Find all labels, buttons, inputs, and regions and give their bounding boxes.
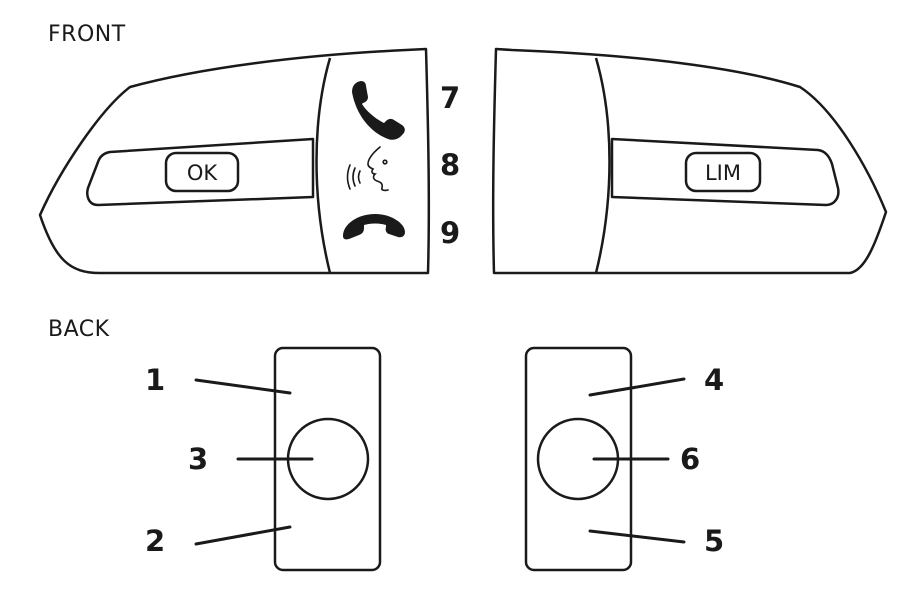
right-spoke-slot [610,137,840,207]
voice-head-profile [367,146,389,192]
callout-3: 3 [188,442,208,476]
callout-5: 5 [704,524,724,558]
phone-hangup-icon[interactable] [343,214,405,240]
voice-wave-outer [346,164,351,190]
callout-8: 8 [440,148,460,182]
leader-line-5 [588,529,686,544]
right-front-control-pad [491,47,888,275]
phone-answer-glyph [352,81,405,140]
leader-line-1 [194,378,292,395]
voice-command-icon[interactable] [346,146,389,192]
leader-line-2 [194,525,292,546]
front-section-title: FRONT [48,22,126,47]
ok-button-label: OK [187,161,219,185]
callout-6: 6 [680,442,700,476]
lim-button-frame [684,151,762,193]
right-back-leader-lines [588,377,686,544]
callout-7: 7 [440,81,460,115]
left-pad-divider [315,57,332,274]
voice-wave-mid [352,167,356,187]
leader-line-4 [588,377,686,397]
lim-button-label: LIM [705,161,741,185]
left-front-control-pad [38,47,431,275]
phone-answer-icon[interactable] [352,81,405,140]
left-spoke-slot [86,137,315,207]
right-pad-outline [491,47,888,275]
lim-button[interactable]: LIM [684,151,762,193]
callout-9: 9 [440,216,460,250]
phone-hangup-glyph [343,214,405,240]
left-back-leader-lines [194,378,314,546]
voice-mouth-dot [382,159,388,165]
callout-4: 4 [704,363,724,397]
callout-1: 1 [145,363,165,397]
left-pad-outline [38,47,431,275]
ok-button[interactable]: OK [164,151,240,193]
callout-2: 2 [145,524,165,558]
right-pad-divider [594,57,611,274]
back-section-title: BACK [48,317,110,342]
ok-button-frame [164,151,240,193]
voice-wave-inner [357,170,361,184]
